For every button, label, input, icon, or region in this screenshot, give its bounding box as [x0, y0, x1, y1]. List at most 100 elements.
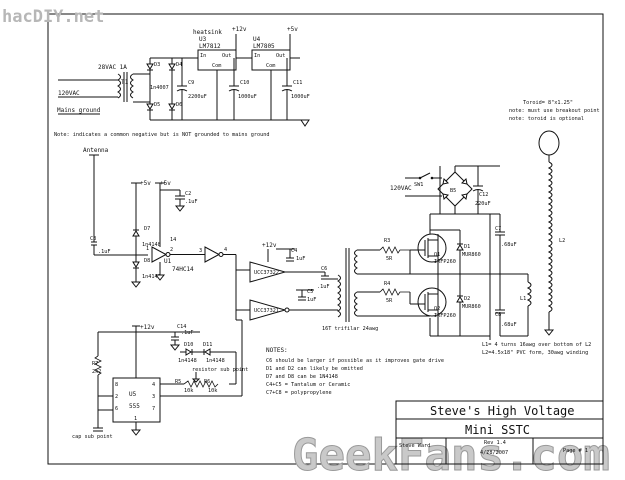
u4-part: LM7805 [253, 43, 275, 50]
plus5-label-b: +5v [160, 180, 171, 187]
toroid-note-2: note: must use breakout point [509, 108, 600, 114]
mosfet-q2: Q2 IRFP260 [410, 287, 456, 319]
u3-part: LM7812 [199, 43, 221, 50]
u4-label: U4 [253, 36, 261, 43]
toroid-note-1: Toroid= 8"x1.25" [523, 100, 573, 106]
u1-part: 74HC14 [172, 266, 194, 273]
u4-pin-out: Out [276, 53, 285, 59]
c3-label: C3 [90, 236, 96, 242]
watermark-hacdiy: hacDIY.net [2, 7, 104, 27]
transformer-t1: T1 28VAC 1A [98, 64, 134, 102]
u4-pin-in: In [254, 53, 260, 59]
note-item-3: D7 and D8 can be 1N4148 [266, 374, 338, 380]
coil-note-2: L2=4.5x18" PVC form, 30awg winding [482, 350, 588, 356]
sheet-border [47, 13, 604, 465]
toroid-notes: Toroid= 8"x1.25" note: must use breakout… [509, 100, 600, 122]
d7-label: D7 [144, 226, 150, 232]
u3-pin-com: Com [212, 63, 221, 69]
driver-u2b [249, 299, 287, 321]
u1-pin1: 1 [146, 246, 149, 252]
q1-label: Q1 [434, 252, 440, 258]
q2-part: IRFP260 [434, 313, 456, 319]
schmitt-inverter-a [151, 246, 168, 263]
gate-drive-transformer: 16T trifilar 24awg [322, 248, 378, 332]
d7-value: 1n4148 [142, 242, 161, 248]
c12-label: C12 [479, 192, 488, 198]
r5-value: 10k [184, 388, 194, 394]
d1-label: D1 [464, 244, 470, 250]
bridge-ac-label: 120VAC [390, 185, 412, 192]
notes-heading: NOTES: [266, 347, 288, 354]
u1-pin14: 14 [170, 237, 176, 243]
d10-label: D10 [184, 342, 193, 348]
secondary-label: 28VAC 1A [98, 64, 127, 71]
c8-value: .68uF [501, 322, 517, 328]
notes-block: NOTES: C6 should be larger if possible a… [266, 347, 444, 396]
plus5-rail-label: +5v [287, 26, 298, 33]
rev-text: Rev 1.4 [484, 440, 506, 446]
date-text: 4/28/2007 [480, 450, 508, 456]
u5-pin2: 2 [115, 394, 118, 400]
u2b-part: UCC37321 [254, 308, 279, 314]
u5-pin3: 3 [152, 394, 155, 400]
c14-label: C14 [177, 324, 186, 330]
title-text: Steve's High Voltage [430, 404, 575, 418]
u1-pin3: 3 [199, 248, 202, 254]
half-bridge-section: 120VAC SW1 B5 C12 220uF R [379, 130, 565, 340]
heatsink-label: heatsink [193, 29, 222, 36]
l2-label: L2 [559, 238, 565, 244]
r4-value: 5R [386, 298, 393, 304]
coil-notes: L1= 4 turns 16awg over bottom of L2 L2=4… [482, 342, 591, 356]
coil-note-1: L1= 4 turns 16awg over bottom of L2 [482, 342, 591, 348]
c14-value: .1uF [181, 330, 194, 336]
d8-value: 1n4148 [142, 274, 161, 280]
d10-value: 1n4148 [178, 358, 197, 364]
author-text: Steve Ward [399, 443, 430, 449]
r6-value: 10k [208, 388, 218, 394]
l1-label: L1 [520, 296, 526, 302]
timer-section: +12v C14 .1uF D10 D11 1n4148 1n4148 resi… [72, 319, 248, 440]
note-item-2: D1 and D2 can likely be omitted [266, 366, 363, 372]
driver-u2a [249, 261, 287, 283]
r7-value: 2k2 [92, 369, 101, 375]
secondary-coil-l2 [547, 161, 553, 313]
c4-label: C4 [291, 248, 297, 254]
gate-driver-section: +12v C4 1uF UCC37322 C5 1uF UCC37321 C6 … [223, 242, 410, 332]
c10-value: 1000uF [238, 94, 257, 100]
d8-label: D8 [144, 258, 150, 264]
d11-value: 1n4148 [206, 358, 225, 364]
u5-pin8: 8 [115, 382, 118, 388]
c2-value: .1uF [185, 199, 198, 205]
regulator-u3: In Out Com U3 LM7812 heatsink [193, 29, 237, 120]
d11-label: D11 [203, 342, 212, 348]
c6-value: .1uF [317, 284, 330, 290]
timer-plus12-label: +12v [140, 324, 155, 331]
u1-pin2: 2 [170, 247, 173, 253]
rectifier-bridge: D3 D4 D5 D6 1n4007 [133, 57, 182, 121]
u1-pin4: 4 [224, 247, 227, 253]
u1-label: U1 [164, 258, 172, 265]
subtitle-text: Mini SSTC [465, 423, 530, 437]
power-note: Note: indicates a common negative but is… [54, 132, 270, 138]
b5-label: B5 [450, 188, 456, 194]
toroid-note-3: note: toroid is optional [509, 116, 584, 122]
input-stage: Antenna C3 .1uF D7 1n4148 D8 1n4148 +5v … [83, 147, 227, 288]
mosfet-q1: Q1 IRFP260 [410, 230, 456, 265]
d2-part: MUR860 [462, 304, 481, 310]
d2-label: D2 [464, 296, 470, 302]
c11-label: C11 [293, 80, 302, 86]
q1-part: IRFP260 [434, 259, 456, 265]
c4-value: 1uF [296, 256, 305, 262]
c10-label: C10 [240, 80, 249, 86]
plus12-rail-label: +12v [232, 26, 247, 33]
common-negative-symbol [300, 119, 310, 127]
c5-value: 1uF [307, 297, 316, 303]
note-item-4: C4+C5 = Tantalum or Ceramic [266, 382, 350, 388]
u5-pin7: 7 [152, 406, 155, 412]
u2a-part: UCC37322 [254, 270, 279, 276]
gdt-label: 16T trifilar 24awg [322, 326, 378, 332]
c3-value: .1uF [98, 249, 111, 255]
d4-label: D4 [176, 62, 182, 68]
u3-label: U3 [199, 36, 207, 43]
